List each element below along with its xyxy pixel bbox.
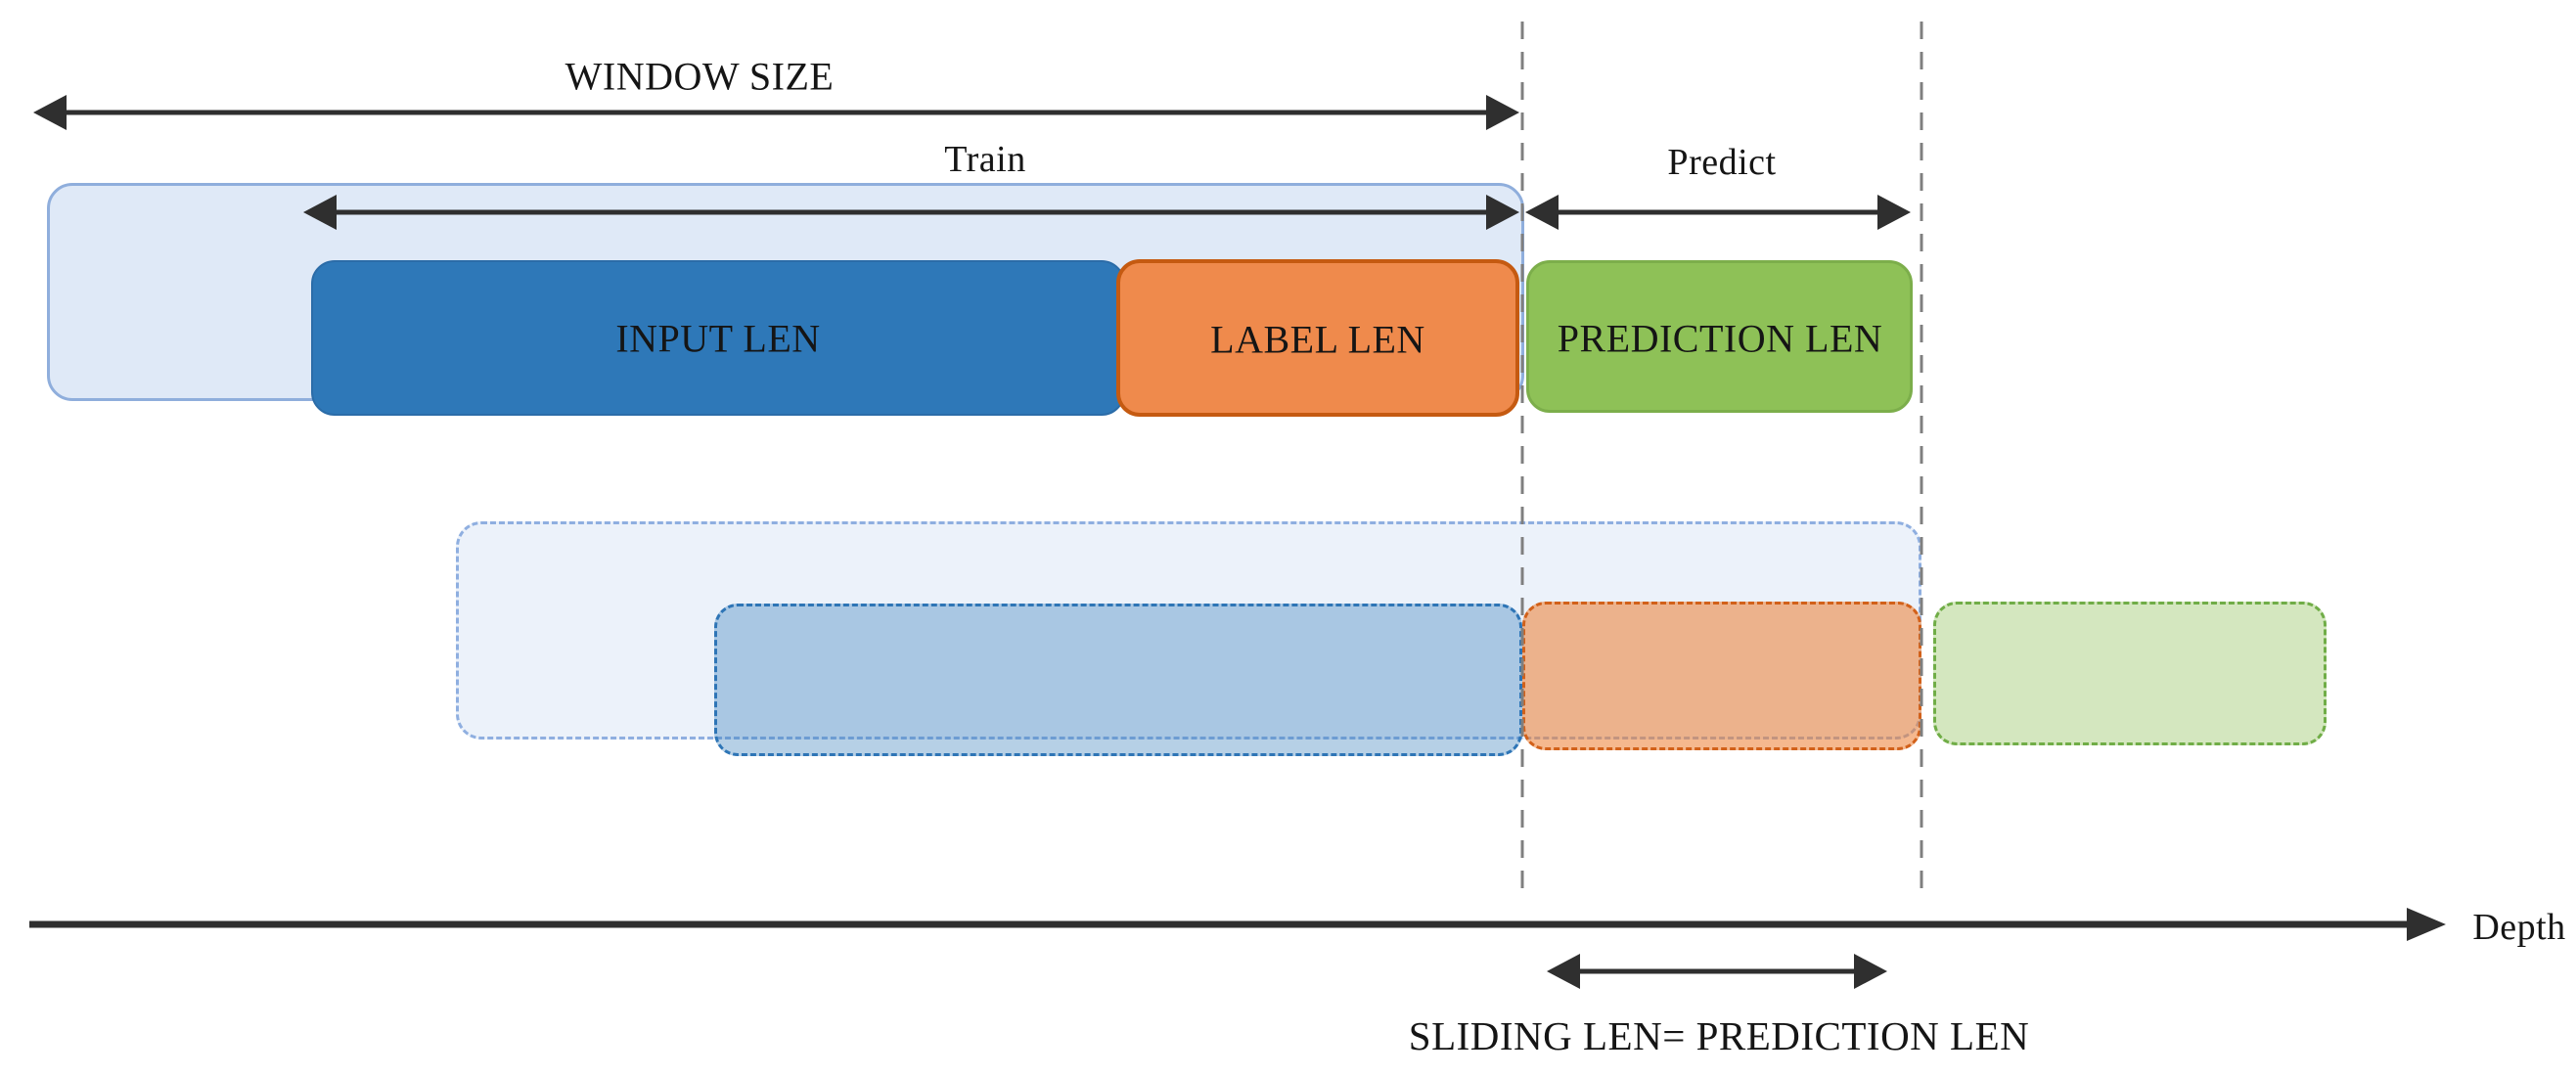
sliding-len-label: SLIDING LEN= PREDICTION LEN [1408, 1013, 2030, 1058]
predict-label: Predict [1667, 142, 1777, 183]
train-label: Train [944, 139, 1026, 180]
window-size-label: WINDOW SIZE [565, 54, 835, 99]
predict-arrow [1525, 195, 1911, 230]
input-len-bar [311, 260, 1125, 416]
depth-axis-label: Depth [2472, 907, 2566, 948]
prediction-len-bar [1526, 260, 1913, 413]
label-len-label: LABEL LEN [1210, 317, 1425, 362]
prediction-len-ghost-bar [1933, 602, 2327, 745]
label-len-ghost-bar [1522, 602, 1921, 750]
input-len-ghost-bar [714, 604, 1522, 756]
sliding-len-arrow [1547, 954, 1887, 989]
input-len-label: INPUT LEN [615, 316, 821, 361]
depth-axis [29, 908, 2446, 941]
label-len-bar [1116, 259, 1519, 417]
prediction-len-label: PREDICTION LEN [1557, 316, 1883, 361]
window-size-arrow [33, 95, 1519, 130]
